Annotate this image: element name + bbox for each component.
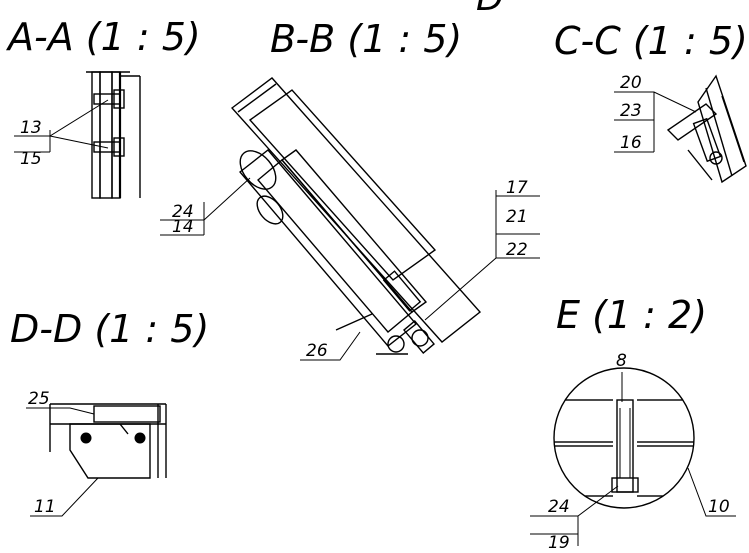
view-a-a: A-A (1 : 5) 13 15 bbox=[5, 15, 201, 199]
label-24-bb: 24 bbox=[172, 202, 194, 222]
top-fragment-letter: D bbox=[476, 0, 504, 19]
label-21: 21 bbox=[506, 207, 528, 227]
label-15: 15 bbox=[20, 149, 42, 169]
label-19: 19 bbox=[548, 533, 570, 553]
view-b-b-title: B-B (1 : 5) bbox=[270, 17, 462, 61]
view-e: E (1 : 2) 8 24 19 10 bbox=[530, 293, 736, 553]
label-17: 17 bbox=[506, 178, 528, 198]
label-23: 23 bbox=[620, 101, 642, 121]
label-14: 14 bbox=[172, 217, 194, 237]
label-25: 25 bbox=[28, 389, 50, 409]
label-8: 8 bbox=[616, 351, 627, 371]
view-b-b: B-B (1 : 5) 24 14 26 17 21 22 bbox=[160, 17, 540, 361]
label-11: 11 bbox=[34, 497, 56, 517]
label-13: 13 bbox=[20, 118, 42, 138]
view-d-d-title: D-D (1 : 5) bbox=[10, 307, 209, 351]
view-e-title: E (1 : 2) bbox=[556, 293, 707, 337]
label-26: 26 bbox=[306, 341, 328, 361]
view-d-d: D-D (1 : 5) 25 11 bbox=[10, 307, 209, 517]
label-10: 10 bbox=[708, 497, 730, 517]
label-24-e: 24 bbox=[548, 497, 570, 517]
label-16: 16 bbox=[620, 133, 642, 153]
label-22: 22 bbox=[506, 240, 528, 260]
label-20: 20 bbox=[620, 73, 642, 93]
view-a-a-title: A-A (1 : 5) bbox=[5, 15, 201, 59]
view-c-c-title: C-C (1 : 5) bbox=[554, 19, 748, 63]
view-c-c: C-C (1 : 5) 20 23 16 bbox=[554, 19, 748, 184]
